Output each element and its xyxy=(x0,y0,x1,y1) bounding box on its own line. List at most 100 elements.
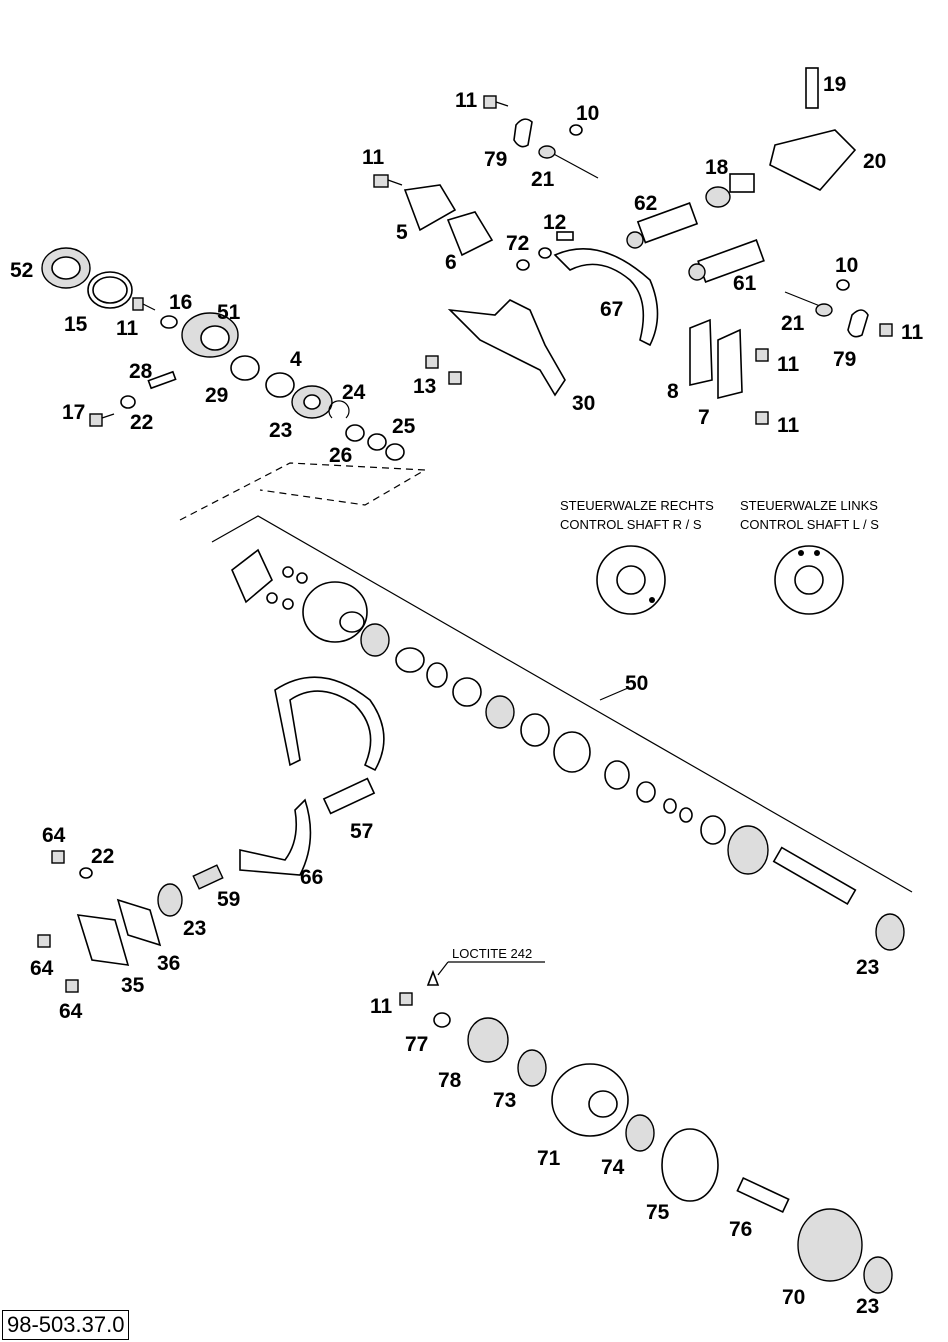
callout: 22 xyxy=(130,411,153,434)
pin-12 xyxy=(556,231,574,241)
callout: 11 xyxy=(362,146,385,169)
shaft-21-a xyxy=(538,145,599,179)
bracket-79-a xyxy=(513,118,533,148)
bearing-74 xyxy=(625,1114,655,1152)
washer-77 xyxy=(433,1012,451,1028)
selector-62 xyxy=(626,202,699,249)
callout: 70 xyxy=(782,1286,805,1309)
callout: 79 xyxy=(833,348,856,371)
clip-24 xyxy=(328,400,350,419)
bolt-64-b xyxy=(37,934,79,993)
segment-67 xyxy=(553,248,659,347)
callout: 11 xyxy=(901,321,924,344)
callout: 10 xyxy=(576,102,599,125)
callout: 26 xyxy=(329,444,352,467)
plate-5 xyxy=(403,184,457,232)
callout: 76 xyxy=(729,1218,752,1241)
callout: 23 xyxy=(856,956,879,979)
pin-28 xyxy=(147,370,177,390)
gasket-7 xyxy=(717,328,743,400)
ring-29 xyxy=(230,355,260,381)
callout: 11 xyxy=(455,89,478,112)
callout: 7 xyxy=(698,406,710,429)
callout: 11 xyxy=(777,414,800,437)
callouts: 11 10 79 21 19 20 11 18 62 5 12 72 6 52 … xyxy=(10,73,924,1318)
callout: 22 xyxy=(91,845,114,868)
bearing-23-c xyxy=(875,913,905,951)
callout: 72 xyxy=(506,232,529,255)
gasket-6 xyxy=(446,211,494,257)
callout: 71 xyxy=(537,1147,561,1170)
callout: 75 xyxy=(646,1201,670,1224)
washer-72 xyxy=(516,247,552,271)
gear-70 xyxy=(797,1208,863,1282)
note-shaft-right-de: STEUERWALZE RECHTS xyxy=(560,498,714,513)
callout: 20 xyxy=(863,150,886,173)
callout: 52 xyxy=(10,259,33,282)
callout: 51 xyxy=(217,301,241,324)
callout: 11 xyxy=(370,995,393,1018)
oring-10-a xyxy=(569,124,583,136)
callout: 25 xyxy=(392,415,416,438)
gasket-36 xyxy=(116,898,162,947)
oring-75 xyxy=(661,1128,719,1202)
control-shaft-left xyxy=(774,545,844,615)
callout: 36 xyxy=(157,952,180,975)
note-shaft-right-en: CONTROL SHAFT R / S xyxy=(560,517,702,532)
callout: 50 xyxy=(625,672,648,695)
callout: 78 xyxy=(438,1069,462,1092)
assembly-lines xyxy=(179,462,913,976)
callout: 11 xyxy=(116,317,139,340)
gear-51 xyxy=(181,312,239,358)
bearing-23-b xyxy=(157,883,183,917)
callout: 21 xyxy=(531,168,555,191)
cover-35 xyxy=(76,914,130,966)
notes: STEUERWALZE RECHTS CONTROL SHAFT R / S S… xyxy=(452,498,879,961)
note-shaft-left-de: STEUERWALZE LINKS xyxy=(740,498,878,513)
callout: 35 xyxy=(121,974,145,997)
callout: 77 xyxy=(405,1033,428,1056)
callout: 8 xyxy=(667,380,679,403)
callout: 59 xyxy=(217,888,240,911)
callout: 73 xyxy=(493,1089,516,1112)
callout: 79 xyxy=(484,148,507,171)
block-20 xyxy=(769,129,857,191)
note-loctite: LOCTITE 242 xyxy=(452,946,532,961)
callout: 23 xyxy=(856,1295,879,1318)
callout: 24 xyxy=(342,381,366,404)
callout: 10 xyxy=(835,254,858,277)
shaft-21-b xyxy=(784,291,833,317)
washer-25 xyxy=(367,433,405,461)
control-shaft-right xyxy=(596,545,666,615)
callout: 29 xyxy=(205,384,228,407)
housing-71 xyxy=(551,1063,629,1137)
callout: 19 xyxy=(823,73,846,96)
shaft-assembly-50 xyxy=(231,548,857,906)
plate-30 xyxy=(447,299,566,397)
callout: 16 xyxy=(169,291,192,314)
bolt-13 xyxy=(425,355,462,385)
callout: 74 xyxy=(601,1156,625,1179)
callout: 23 xyxy=(269,419,292,442)
bolt-11-e xyxy=(399,969,440,1006)
callout: 28 xyxy=(129,360,153,383)
bolt-17 xyxy=(89,413,115,427)
note-shaft-left-en: CONTROL SHAFT L / S xyxy=(740,517,879,532)
callout: 5 xyxy=(396,221,408,244)
washer-22-a xyxy=(120,395,136,409)
callout: 61 xyxy=(733,272,757,295)
callout: 67 xyxy=(600,298,623,321)
ring-4 xyxy=(265,372,295,398)
impeller-78 xyxy=(467,1017,509,1063)
callout: 66 xyxy=(300,866,323,889)
callout: 64 xyxy=(59,1000,83,1023)
callout: 64 xyxy=(42,824,66,847)
washer-26 xyxy=(345,424,365,442)
bolt-11-b xyxy=(483,95,509,109)
bracket-79-b xyxy=(847,309,869,338)
callout: 4 xyxy=(290,348,302,371)
oring-10-b xyxy=(836,279,850,291)
callout: 11 xyxy=(777,353,800,376)
callout: 21 xyxy=(781,312,805,335)
